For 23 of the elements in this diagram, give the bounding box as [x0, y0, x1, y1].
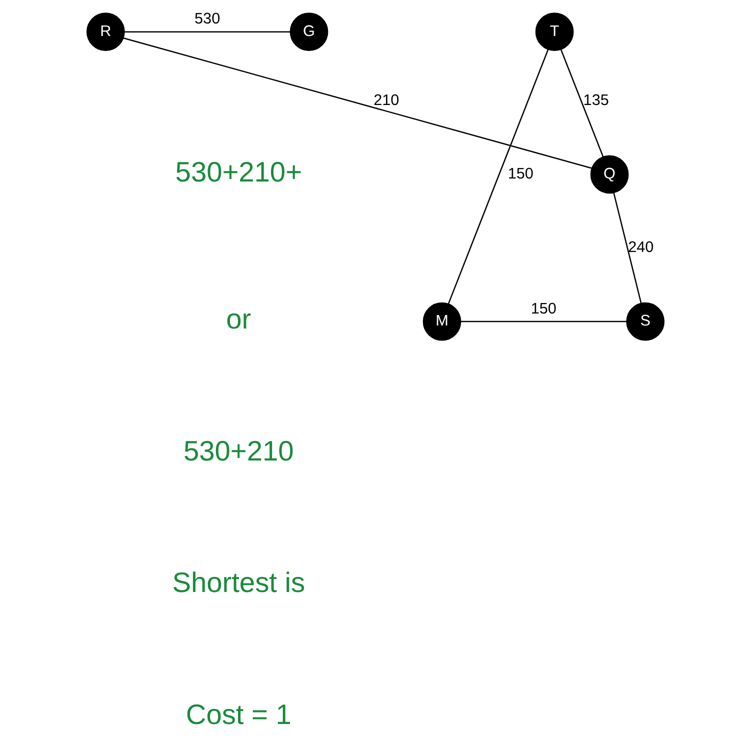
connector [612, 192, 642, 304]
connector [124, 31, 290, 32]
edge-label: 240 [628, 238, 654, 256]
node-circle: S [626, 302, 664, 341]
connector [447, 49, 548, 304]
node-circle: R [86, 12, 124, 52]
label: 530+210+ [174, 156, 302, 188]
node-circle: M [422, 302, 461, 341]
node-circle: G [289, 12, 328, 52]
label: Shortest is [172, 567, 305, 598]
connector [460, 320, 626, 322]
edge-label: 530 [194, 10, 220, 28]
label: Cost = 1 [185, 698, 291, 730]
node-circle: Q [590, 155, 628, 194]
edge-label: 210 [373, 92, 399, 109]
edge-label: 135 [582, 92, 608, 109]
label: 530+210 [183, 435, 294, 466]
node-circle: T [534, 12, 574, 52]
edge-label: 150 [507, 165, 533, 182]
edge-label: 150 [530, 300, 556, 318]
connector [560, 50, 604, 158]
label: or [226, 304, 251, 335]
connector [122, 38, 592, 169]
